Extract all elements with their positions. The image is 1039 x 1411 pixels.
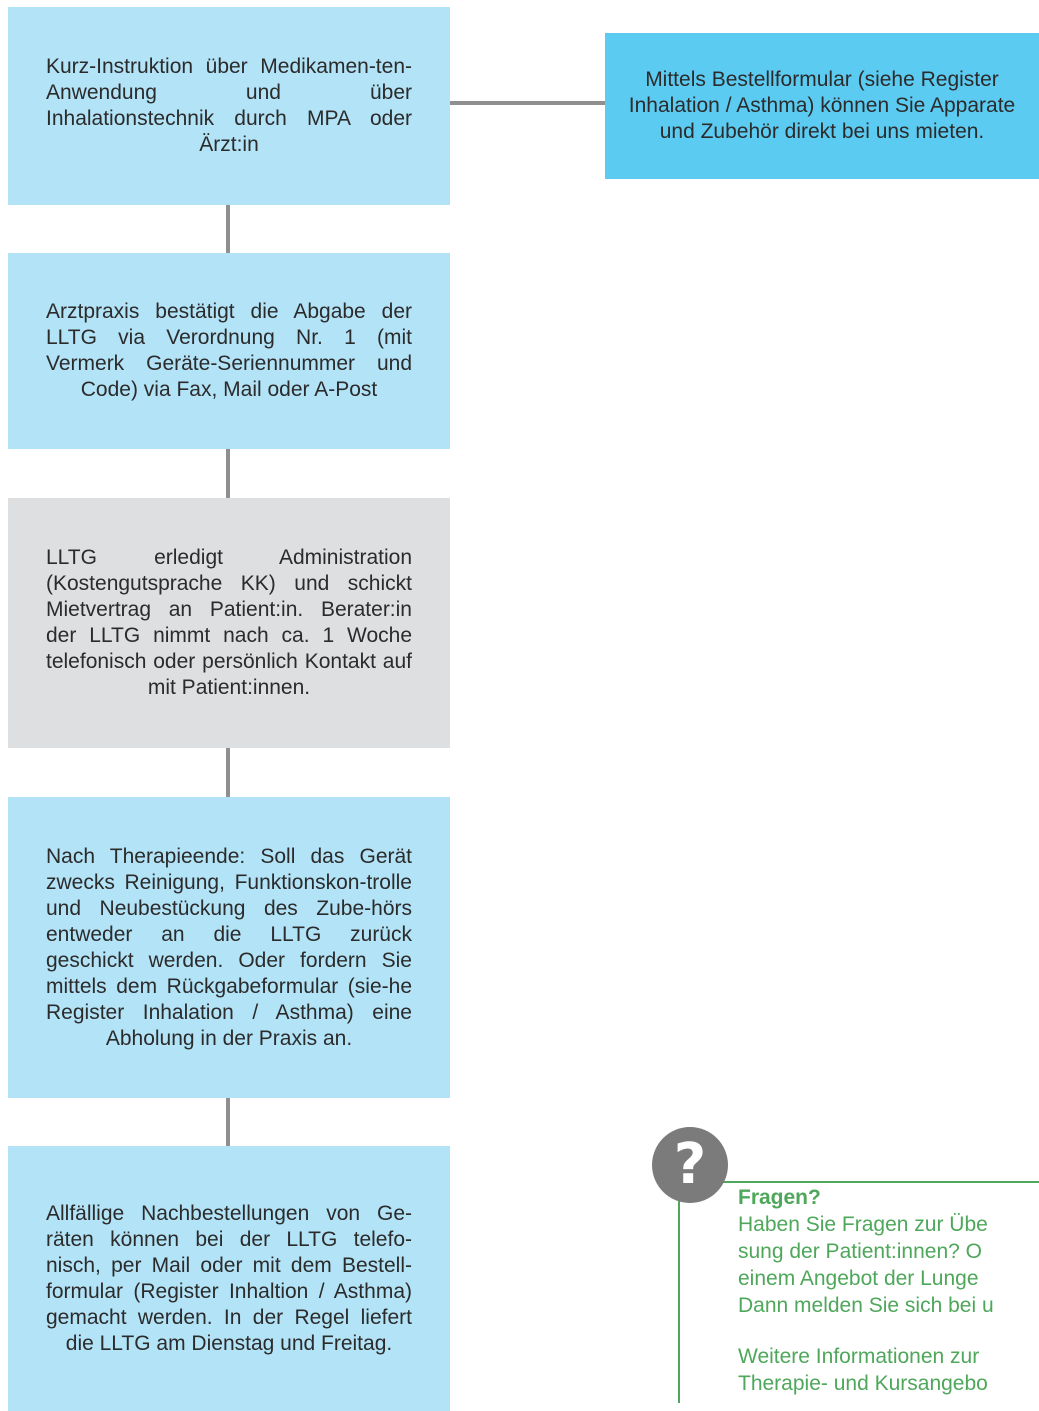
flow-step-confirmation: Arztpraxis bestätigt die Abgabe der LLTG… xyxy=(8,253,450,449)
faq-border-left xyxy=(678,1187,680,1403)
faq-line: einem Angebot der Lunge xyxy=(738,1267,979,1290)
order-form-note-text: Mittels Bestellformular (siehe Register … xyxy=(628,68,1016,143)
faq-line: Dann melden Sie sich bei u xyxy=(738,1294,994,1317)
order-form-note: Mittels Bestellformular (siehe Register … xyxy=(605,33,1039,179)
flow-step-therapy-end: Nach Therapieende: Soll das Gerät zwecks… xyxy=(8,797,450,1098)
flow-connector xyxy=(226,748,230,797)
flow-step-text: Allfällige Nachbestellungen von Ge-räten… xyxy=(46,1201,412,1355)
flow-step-text: Kurz-Instruktion über Medikamen-ten-Anwe… xyxy=(46,55,412,156)
flow-step-instruction: Kurz-Instruktion über Medikamen-ten-Anwe… xyxy=(8,7,450,205)
faq-title: Fragen? xyxy=(738,1186,821,1209)
flow-step-text: LLTG erledigt Administration (Kostenguts… xyxy=(46,546,412,699)
faq-callout: ? Fragen? Haben Sie Fragen zur Übe sung … xyxy=(652,1127,1039,1411)
flow-side-connector xyxy=(450,101,605,105)
faq-more-info: Weitere Informationen zur xyxy=(738,1345,980,1368)
flow-step-text: Arztpraxis bestätigt die Abgabe der LLTG… xyxy=(46,300,412,401)
flow-step-text: Nach Therapieende: Soll das Gerät zwecks… xyxy=(46,844,412,1050)
faq-content: Fragen? Haben Sie Fragen zur Übe sung de… xyxy=(738,1185,1039,1397)
flow-connector xyxy=(226,449,230,498)
flow-step-reorders: Allfällige Nachbestellungen von Ge-räten… xyxy=(8,1146,450,1411)
question-mark-icon: ? xyxy=(652,1127,728,1203)
flow-step-administration: LLTG erledigt Administration (Kostenguts… xyxy=(8,498,450,748)
faq-divider xyxy=(712,1181,1039,1183)
flow-connector xyxy=(226,205,230,253)
faq-more-info-line: Therapie- und Kursangebo xyxy=(738,1372,988,1395)
faq-line: sung der Patient:innen? O xyxy=(738,1240,983,1263)
faq-line: Haben Sie Fragen zur Übe xyxy=(738,1213,988,1236)
flow-connector xyxy=(226,1098,230,1146)
